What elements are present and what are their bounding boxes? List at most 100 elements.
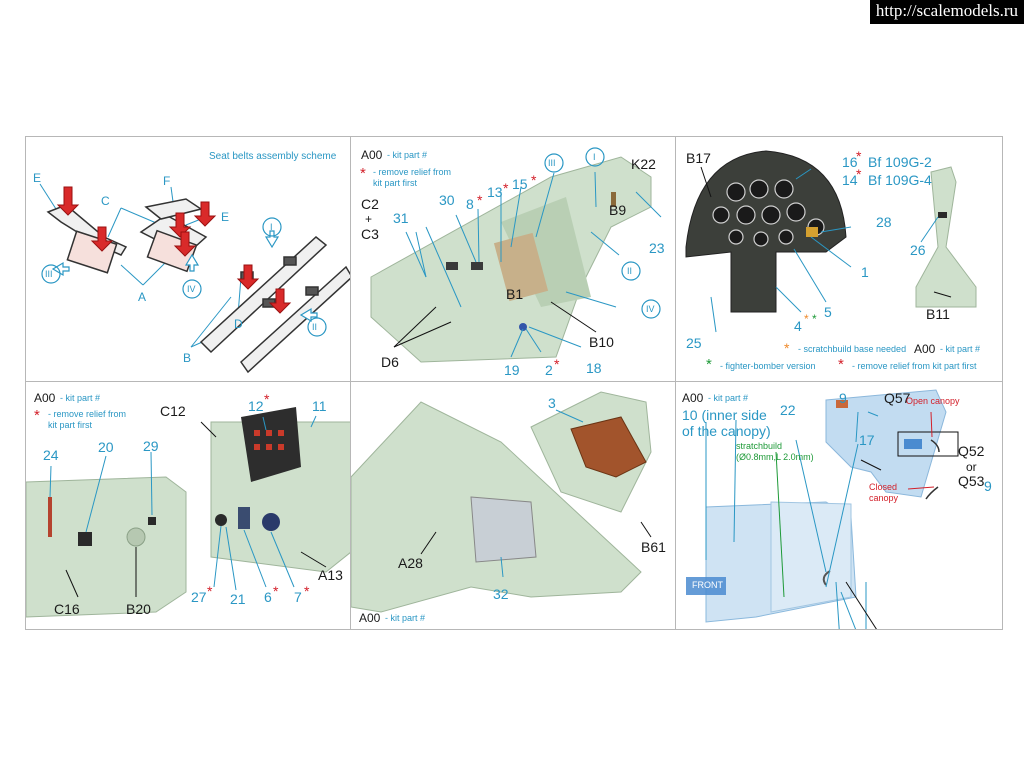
part-label: D6 [381, 354, 399, 370]
step-marker: III [45, 269, 53, 279]
part-label: 18 [586, 360, 602, 376]
part-label: C16 [54, 601, 80, 617]
panel-side-walls: A00 - kit part # * - remove relief from … [26, 382, 350, 629]
asterisk-icon: * [304, 583, 310, 599]
part-label: 4 [794, 318, 802, 334]
part-label: 9 [839, 390, 847, 406]
part-label: A13 [318, 567, 343, 583]
part-label: 19 [504, 362, 520, 378]
divider [675, 137, 676, 629]
part-label: 17 [859, 432, 875, 448]
part-label: 14 [842, 172, 858, 188]
part-label: B1 [506, 286, 524, 302]
asterisk-icon: * [264, 391, 270, 407]
step-marker: IV [646, 304, 655, 314]
variant-label: Bf 109G-2 [868, 154, 932, 170]
asterisk-icon: * [706, 356, 712, 373]
part-label: 2 [545, 362, 553, 378]
panel-seat-belts: Seat belts assembly scheme E F C E A B D… [26, 137, 350, 381]
part-label: 25 [686, 335, 702, 351]
part-label: 15 [512, 176, 528, 192]
part-label: 27 [191, 589, 207, 605]
part-label: 12 [248, 398, 264, 414]
asterisk-icon: * [856, 166, 862, 182]
divider [350, 137, 351, 629]
instrument-panel-illustration [685, 150, 977, 333]
asterisk-icon: * [207, 583, 213, 599]
part-label: 5 [824, 304, 832, 320]
panel-instrument-panel: B17 16 * Bf 109G-2 14 * Bf 109G-4 28 1 5… [676, 137, 1002, 381]
panel-canopy: A00 - kit part # 10 (inner side of the c… [676, 382, 1002, 629]
part-label: 3 [548, 395, 556, 411]
asterisk-icon: * [784, 340, 790, 356]
open-canopy-label: Open canopy [906, 396, 960, 406]
remove-note: - remove relief from [48, 409, 127, 419]
part-label: 28 [876, 214, 892, 230]
part-label: C [101, 194, 110, 208]
part-label: 21 [230, 591, 246, 607]
remove-note: kit part first [373, 178, 418, 188]
asterisk-icon: * [34, 407, 40, 424]
part-label: C3 [361, 226, 379, 242]
asterisk-icon: * [503, 180, 509, 196]
kit-code: A00 [34, 391, 56, 405]
canopy-illustration [686, 389, 959, 629]
step-marker: II [312, 322, 318, 332]
step-marker: III [548, 158, 556, 168]
asterisk-icon: * [804, 312, 809, 326]
cockpit-floor-illustration [370, 147, 662, 363]
fuselage-parts-illustration [351, 391, 652, 613]
part-label: B9 [609, 202, 627, 218]
part-label: 8 [466, 196, 474, 212]
part-label: 20 [98, 439, 114, 455]
closed-canopy-label: canopy [869, 493, 899, 503]
part-label: B20 [126, 601, 151, 617]
kit-part-note: - kit part # [387, 150, 428, 160]
step-marker: IV [187, 284, 196, 294]
part-label: 11 [312, 398, 327, 414]
stretch-note: stratchbuild [736, 441, 783, 451]
part-label: B [183, 351, 192, 365]
stretch-note: (Ø0.8mm,L 2.0mm) [736, 452, 814, 462]
part-label: B61 [641, 539, 666, 555]
inner-side-note: 10 (inner side [682, 407, 767, 423]
kit-code: A00 [682, 391, 704, 405]
kit-code: A00 [361, 148, 383, 162]
watermark: http://scalemodels.ru [869, 0, 1024, 24]
side-walls-illustration [26, 407, 350, 618]
scratchbuild-note: - scratchbuild base needed [798, 344, 907, 354]
asterisk-icon: * [531, 172, 537, 188]
part-label: 22 [780, 402, 796, 418]
variant-label: Bf 109G-4 [868, 172, 932, 188]
part-label: A28 [398, 555, 423, 571]
asterisk-icon: * [554, 356, 560, 372]
part-label: B17 [686, 150, 711, 166]
step-marker: I [593, 152, 596, 162]
panel-title: Seat belts assembly scheme [209, 151, 337, 162]
part-label: B10 [589, 334, 614, 350]
part-label: A [138, 290, 147, 304]
panel-fuselage-parts: 3 A28 32 B61 A00 - kit part # [351, 382, 675, 629]
remove-note: - remove relief from [373, 167, 452, 177]
part-label: 24 [43, 447, 59, 463]
part-label: + [365, 212, 373, 226]
fighter-bomber-note: - fighter-bomber version [720, 361, 816, 371]
kit-part-note: - kit part # [940, 344, 981, 354]
part-label: Q53 [958, 473, 985, 489]
step-marker: II [627, 266, 633, 276]
part-label: 9 [984, 478, 992, 494]
part-label: E [221, 210, 230, 224]
part-label: K22 [631, 156, 656, 172]
part-label: 26 [910, 242, 926, 258]
kit-part-note: - kit part # [385, 613, 426, 623]
part-label: 32 [493, 586, 509, 602]
part-label: 23 [649, 240, 665, 256]
kit-code: A00 [359, 611, 381, 625]
part-label: 13 [487, 184, 503, 200]
part-label: D [234, 317, 243, 331]
part-label: 31 [393, 210, 409, 226]
part-label: Q57 [884, 390, 911, 406]
part-label: B11 [926, 306, 950, 322]
front-arrow-label: FRONT [692, 580, 723, 590]
asterisk-icon: * [812, 312, 817, 326]
